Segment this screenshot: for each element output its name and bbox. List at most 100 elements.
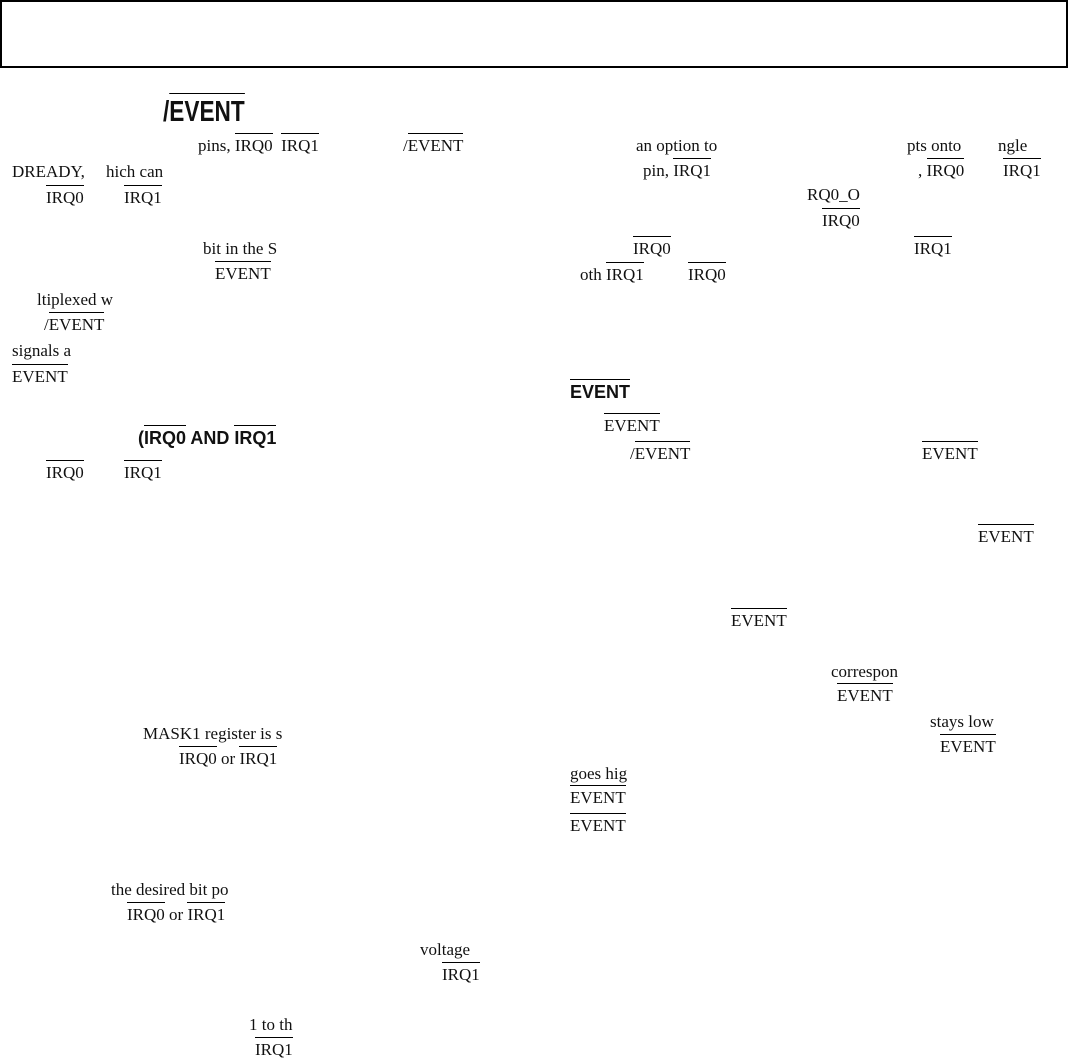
text-fragment: EVENT xyxy=(731,608,787,630)
text-fragment: IRQ1 xyxy=(442,962,480,984)
text-fragment: the desired bit po xyxy=(111,881,229,898)
overlined-signal-name: IRQ0 xyxy=(688,262,726,284)
text-run: the desired bit po xyxy=(111,880,229,899)
text-fragment: IRQ1 xyxy=(255,1037,293,1059)
text-run: goes hig xyxy=(570,764,628,783)
text-fragment: IRQ1 xyxy=(914,236,952,258)
text-run: or xyxy=(216,749,240,768)
text-run: / xyxy=(403,136,408,155)
text-fragment: EVENT xyxy=(215,261,271,283)
text-run: pins, xyxy=(198,136,235,155)
text-fragment: 1 to th xyxy=(249,1016,292,1033)
text-run: stays low xyxy=(930,712,994,731)
header-box xyxy=(0,0,1068,68)
overlined-signal-name: IRQ0 xyxy=(127,902,165,924)
overlined-signal-name: IRQ0 xyxy=(46,185,84,207)
text-fragment: stays low xyxy=(930,713,994,730)
overlined-signal-name: EVENT xyxy=(570,785,626,807)
text-fragment: pin, IRQ1 xyxy=(643,158,712,180)
overlined-signal-name: IRQ0 xyxy=(822,208,860,230)
text-run: RQ0_O xyxy=(807,185,860,204)
text-run xyxy=(273,136,282,155)
text-fragment: hich can xyxy=(106,163,163,180)
text-fragment: IRQ1 xyxy=(124,460,162,482)
text-run: pin, xyxy=(643,161,674,180)
text-run: bit in the S xyxy=(203,239,278,258)
overlined-signal-name: IRQ1 xyxy=(281,133,319,155)
overlined-signal-name: IRQ1 xyxy=(914,236,952,258)
overlined-signal-name: IRQ1 xyxy=(239,746,278,768)
text-fragment: EVENT xyxy=(837,683,893,705)
text-fragment: EVENT xyxy=(978,524,1034,546)
overlined-signal-name: EVENT xyxy=(570,813,626,835)
overlined-signal-name: IRQ1 xyxy=(1003,158,1041,180)
text-run: / xyxy=(44,315,49,334)
text-run: correspon xyxy=(831,662,899,681)
text-fragment: EVENT xyxy=(922,441,978,463)
text-fragment: , IRQ0 xyxy=(918,158,965,180)
text-fragment: IRQ0 or IRQ1 xyxy=(127,902,226,924)
section-heading: (IRQ0 AND IRQ1 xyxy=(138,425,277,448)
overlined-signal-name: EVENT xyxy=(940,734,996,756)
overlined-signal-name: IRQ0 xyxy=(179,746,217,768)
overlined-signal-name: EVENT xyxy=(837,683,893,705)
text-fragment: IRQ0 or IRQ1 xyxy=(179,746,278,768)
overlined-signal-name: IRQ0 xyxy=(633,236,671,258)
text-fragment: signals a xyxy=(12,342,71,359)
overlined-signal-name: IRQ1 xyxy=(442,962,480,984)
text-fragment: IRQ0 xyxy=(822,208,860,230)
overlined-signal-name: EVENT xyxy=(604,413,660,435)
text-fragment: voltage xyxy=(420,941,470,958)
text-fragment: oth IRQ1 xyxy=(580,262,644,284)
text-run: ( xyxy=(138,428,144,448)
text-fragment: IRQ0 xyxy=(688,262,726,284)
section-heading: /EVENT xyxy=(163,93,245,128)
text-run: MASK1 register is s xyxy=(143,724,283,743)
text-run: pts onto xyxy=(907,136,962,155)
overlined-signal-name: IRQ0 xyxy=(234,133,273,155)
text-run: voltage xyxy=(420,940,471,959)
text-fragment: RQ0_O xyxy=(807,186,860,203)
text-run: DREADY, xyxy=(12,162,85,181)
overlined-signal-name: IRQ1 xyxy=(187,902,226,924)
overlined-signal-name: IRQ0 xyxy=(144,425,187,448)
text-run: hich can xyxy=(106,162,164,181)
overlined-signal-name: EVENT xyxy=(570,379,631,402)
text-fragment: IRQ0 xyxy=(633,236,671,258)
overlined-signal-name: IRQ0 xyxy=(926,158,965,180)
text-run: AND xyxy=(186,428,235,448)
overlined-signal-name: EVENT xyxy=(215,261,271,283)
text-fragment: pins, IRQ0 IRQ1 xyxy=(198,133,319,155)
text-fragment: IRQ0 xyxy=(46,460,84,482)
section-heading: EVENT xyxy=(570,379,631,402)
text-fragment: /EVENT xyxy=(630,441,691,463)
text-fragment: EVENT xyxy=(604,413,660,435)
text-fragment: an option to xyxy=(636,137,717,154)
text-run: an option to xyxy=(636,136,718,155)
text-run: , xyxy=(918,161,927,180)
overlined-signal-name: EVENT xyxy=(634,441,691,463)
overlined-signal-name: EVENT xyxy=(922,441,978,463)
overlined-signal-name: IRQ1 xyxy=(124,460,162,482)
text-fragment: bit in the S xyxy=(203,240,277,257)
overlined-signal-name: EVENT xyxy=(12,364,68,386)
overlined-signal-name: IRQ1 xyxy=(673,158,712,180)
text-fragment: MASK1 register is s xyxy=(143,725,282,742)
text-run: 1 to th xyxy=(249,1015,293,1034)
overlined-signal-name: EVENT xyxy=(48,312,105,334)
text-run: / xyxy=(163,96,170,128)
text-run: signals a xyxy=(12,341,72,360)
text-fragment: EVENT xyxy=(570,813,626,835)
overlined-signal-name: IRQ1 xyxy=(124,185,162,207)
text-fragment: IRQ0 xyxy=(46,185,84,207)
overlined-signal-name: EVENT xyxy=(731,608,787,630)
text-run: / xyxy=(630,444,635,463)
text-run: ngle xyxy=(998,136,1028,155)
text-run: oth xyxy=(580,265,606,284)
text-fragment: ltiplexed w xyxy=(37,291,113,308)
text-fragment: pts onto xyxy=(907,137,961,154)
text-fragment: /EVENT xyxy=(403,133,464,155)
text-fragment: correspon xyxy=(831,663,898,680)
overlined-signal-name: IRQ1 xyxy=(605,262,644,284)
text-run: or xyxy=(164,905,188,924)
